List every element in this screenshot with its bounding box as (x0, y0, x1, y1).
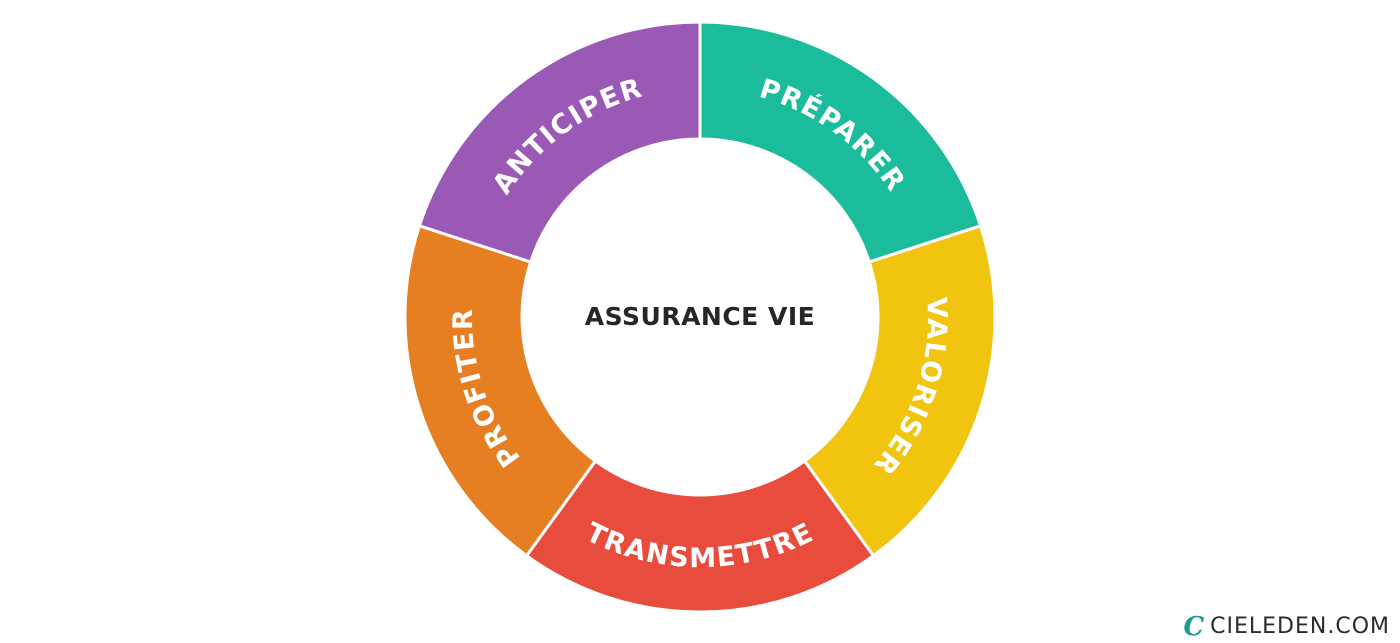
segment-preparer: PRÉPARER (698, 20, 983, 264)
segment-transmettre: TRANSMETTRE (524, 458, 876, 614)
segment-anticiper: ANTICIPER (417, 20, 702, 264)
segment-profiter: PROFITER (403, 223, 598, 558)
segment-valoriser: VALORISER (802, 223, 997, 558)
c-logo-icon: C (1183, 612, 1205, 642)
center-title: ASSURANCE VIE (585, 302, 815, 331)
brand-watermark: C CIELEDEN.COM (1183, 613, 1390, 641)
brand-text: CIELEDEN.COM (1210, 614, 1390, 639)
